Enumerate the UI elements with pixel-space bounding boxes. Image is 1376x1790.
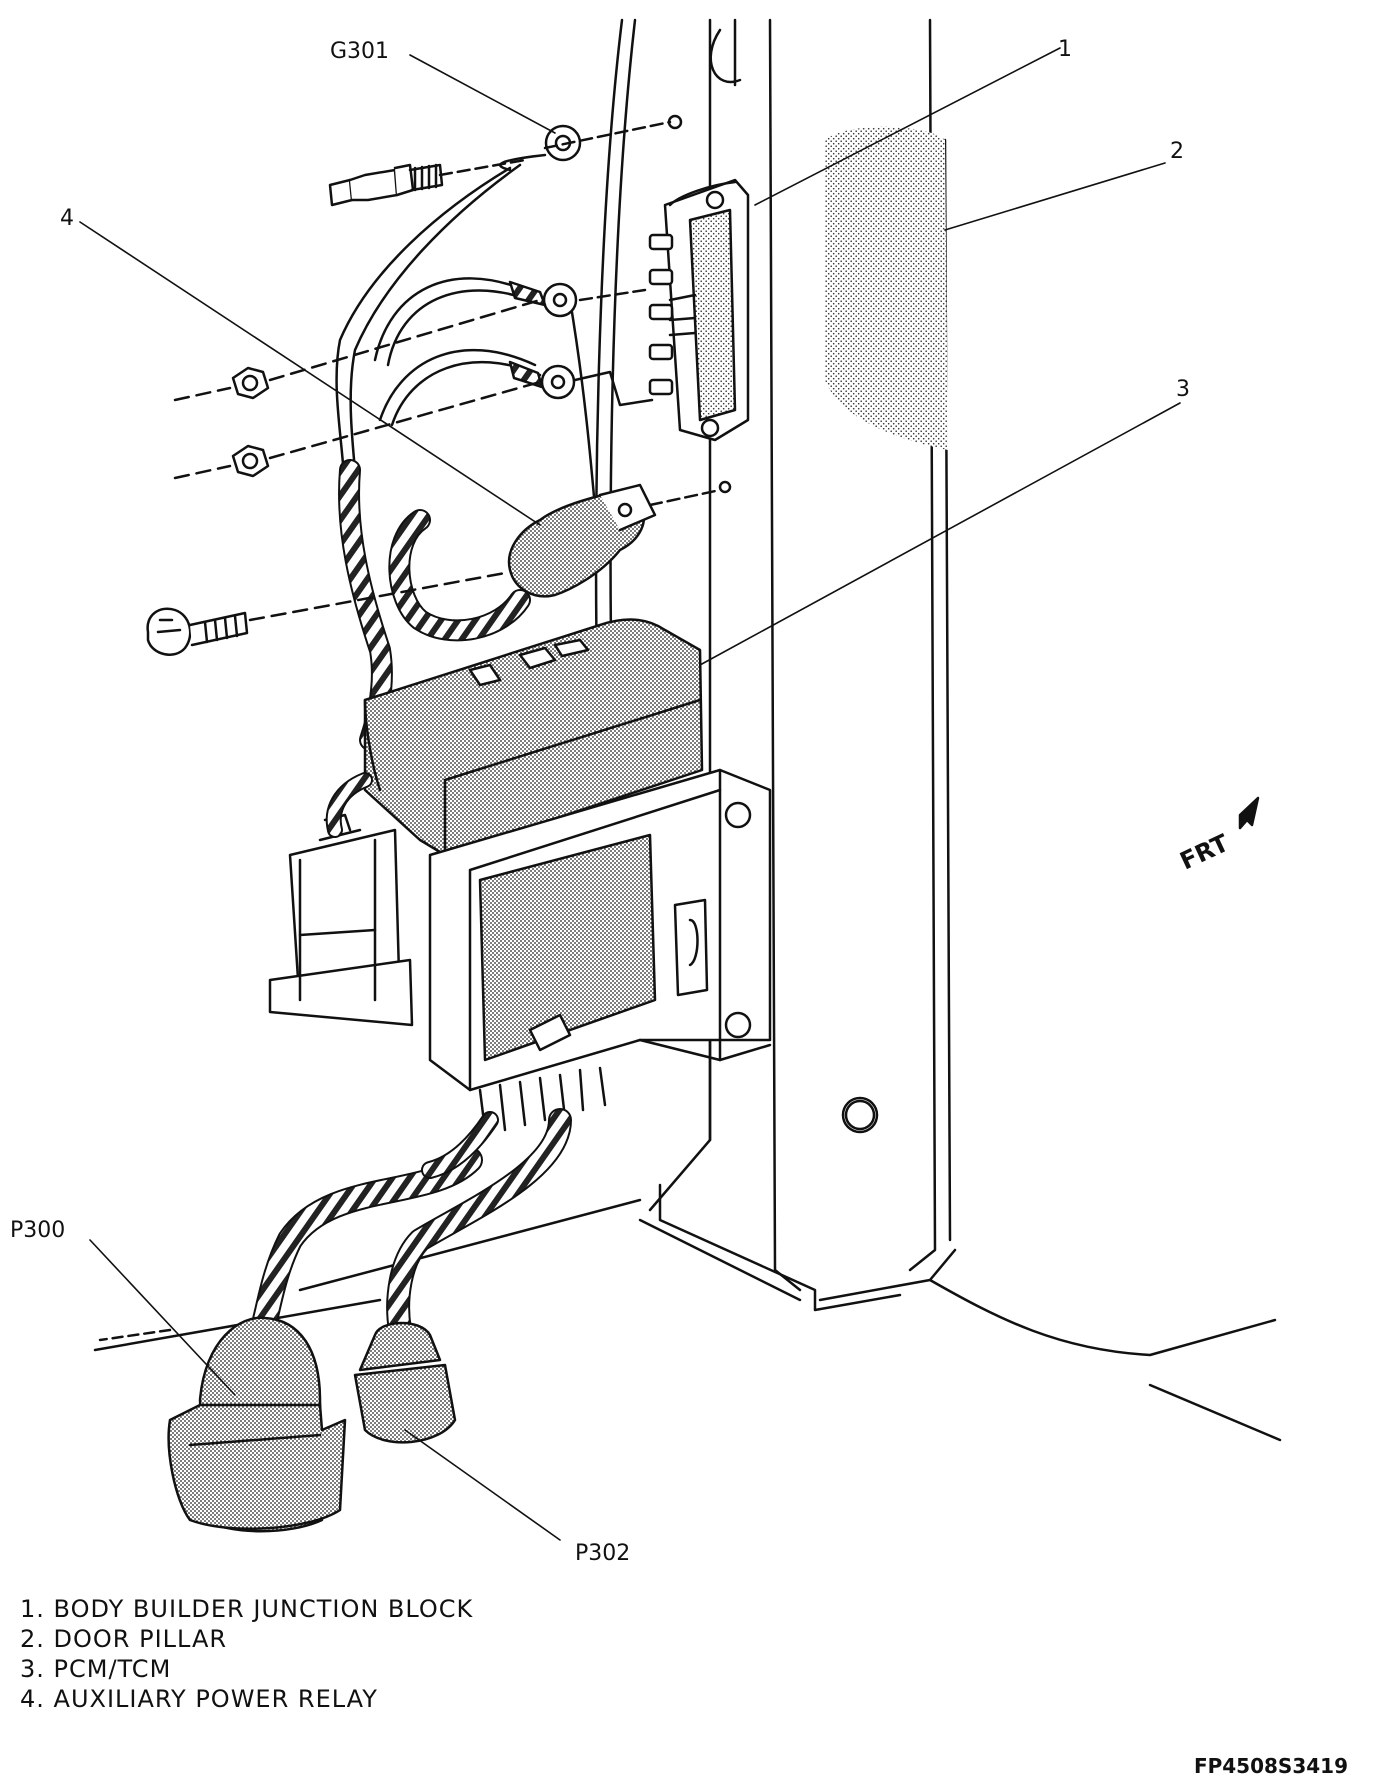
legend-item-1: 1. BODY BUILDER JUNCTION BLOCK [20,1595,474,1623]
auxiliary-power-relay [507,480,732,598]
callout-p302: P302 [575,1541,630,1566]
callout-g301: G301 [330,39,389,64]
callout-1: 1 [1058,37,1072,62]
legend-item-4: 4. AUXILIARY POWER RELAY [20,1685,378,1713]
figure-code: FP4508S3419 [1193,1754,1348,1778]
junction-block [648,178,750,442]
leader-lines [79,47,1181,1541]
callout-p300: P300 [10,1218,65,1243]
pcm-tcm-module [268,618,772,1132]
p302-harness [386,1108,572,1342]
callout-4: 4 [60,206,74,231]
legend-item-2: 2. DOOR PILLAR [20,1625,228,1653]
callout-3: 3 [1176,377,1190,402]
p300-connector [167,1316,347,1533]
frt-label: FRT [1176,829,1234,876]
nuts [173,298,542,480]
junction-block-terminals [648,233,697,396]
frt-arrow [1238,796,1260,830]
mounting-bolt [146,571,507,656]
parts-legend: 1. BODY BUILDER JUNCTION BLOCK 2. DOOR P… [20,1594,473,1714]
p302-connector [353,1321,457,1444]
g301-ground [328,114,683,207]
ground-wires [335,163,654,507]
door-pillar [638,18,957,1312]
p300-harness [252,1111,499,1333]
callout-2: 2 [1170,139,1184,164]
legend-item-3: 3. PCM/TCM [20,1655,172,1683]
